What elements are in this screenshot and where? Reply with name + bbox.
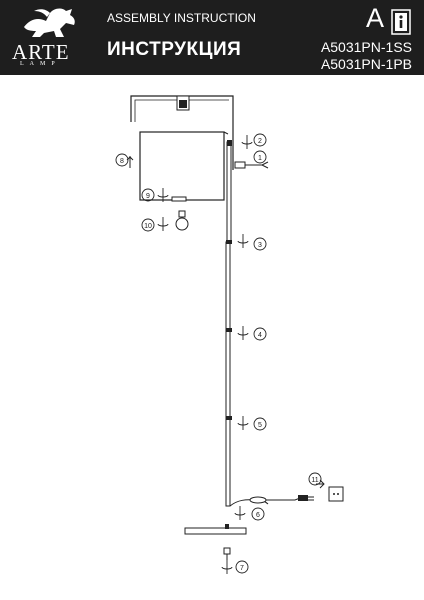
step-label: 9 xyxy=(146,193,150,200)
brand-sub-text: LAMP xyxy=(20,61,61,67)
step-label: 11 xyxy=(311,477,318,484)
step-label: 10 xyxy=(144,223,152,230)
step-label: 4 xyxy=(258,332,262,339)
category-letter: A xyxy=(366,3,385,33)
brand-logo-text: ARTE xyxy=(12,40,70,64)
step-label: 2 xyxy=(258,138,262,145)
step-label: 6 xyxy=(256,512,260,519)
step-label: 3 xyxy=(258,242,262,249)
header-bar: ARTE LAMP ASSEMBLY INSTRUCTION ИНСТРУКЦИ… xyxy=(0,0,424,75)
title-russian: ИНСТРУКЦИЯ xyxy=(107,39,242,60)
title-english: ASSEMBLY INSTRUCTION xyxy=(107,11,256,25)
info-book-icon xyxy=(391,9,411,35)
griffin-logo-icon xyxy=(24,8,75,37)
step-label: 5 xyxy=(258,422,262,429)
model-number: A5031PN-1SS xyxy=(320,39,412,55)
step-label: 8 xyxy=(120,158,124,165)
model-number: A5031PN-1PB xyxy=(320,56,412,72)
assembly-diagram: 2 1 3 4 5 6 7 8 9 10 11 xyxy=(115,95,344,574)
step-label: 7 xyxy=(240,565,244,572)
step-label: 1 xyxy=(258,155,262,162)
